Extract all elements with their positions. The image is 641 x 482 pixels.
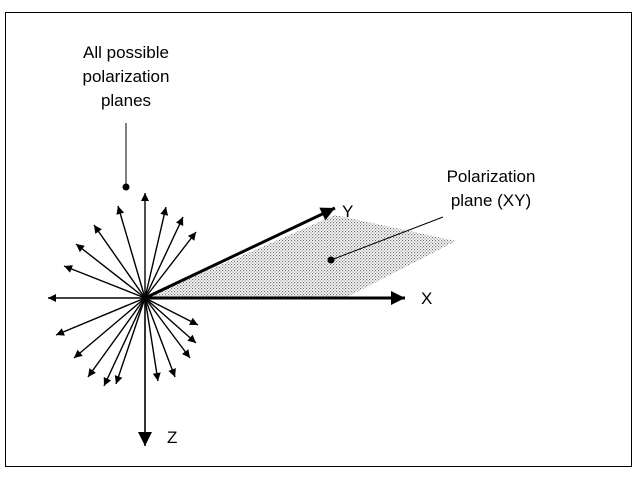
arrow-up-right-2 [144,216,184,299]
arrow-up-left-1 [116,205,146,299]
axes [138,206,405,446]
axis-y-arrow [144,206,336,300]
arrow-down-left-2 [73,297,146,359]
plane-xy-label-line-2: plane (XY) [451,191,531,210]
all-planes-annotation: All possible polarization planes [83,43,170,191]
arrow-down-right-5 [144,297,161,382]
arrow-down-right-2 [144,297,197,344]
axis-y-label: Y [342,202,353,221]
polarization-arrows [48,193,199,387]
polarization-plane-xy [145,215,456,298]
plane-xy-label-line-1: Polarization [447,167,536,186]
axis-x-label: X [421,289,432,308]
arrow-down-right-1 [144,297,199,326]
plane-xy-annotation: Polarization plane (XY) [327,167,536,264]
arrow-up-right-3 [144,231,197,299]
arrow-down-left-1 [55,297,146,336]
arrow-down-left-4 [103,297,146,387]
all-planes-label-line-2: polarization [83,67,170,86]
arrow-up-left-2 [93,224,146,299]
plane-xy-leader-dot [327,256,335,264]
all-planes-label-line-1: All possible [83,43,169,62]
arrow-down-right-4 [144,297,176,378]
arrow-down-left-3 [87,297,146,378]
arrow-down-left-5 [114,297,146,385]
all-planes-label-line-3: planes [101,91,151,110]
axis-z-label: Z [167,428,177,447]
arrow-up-left-3 [75,243,146,299]
arrow-up-right-1 [144,206,169,299]
plane-xy-leader-line [330,216,444,261]
arrow-up-left-4 [63,265,146,299]
arrow-down-right-3 [144,297,191,359]
all-planes-leader-dot [122,183,130,191]
